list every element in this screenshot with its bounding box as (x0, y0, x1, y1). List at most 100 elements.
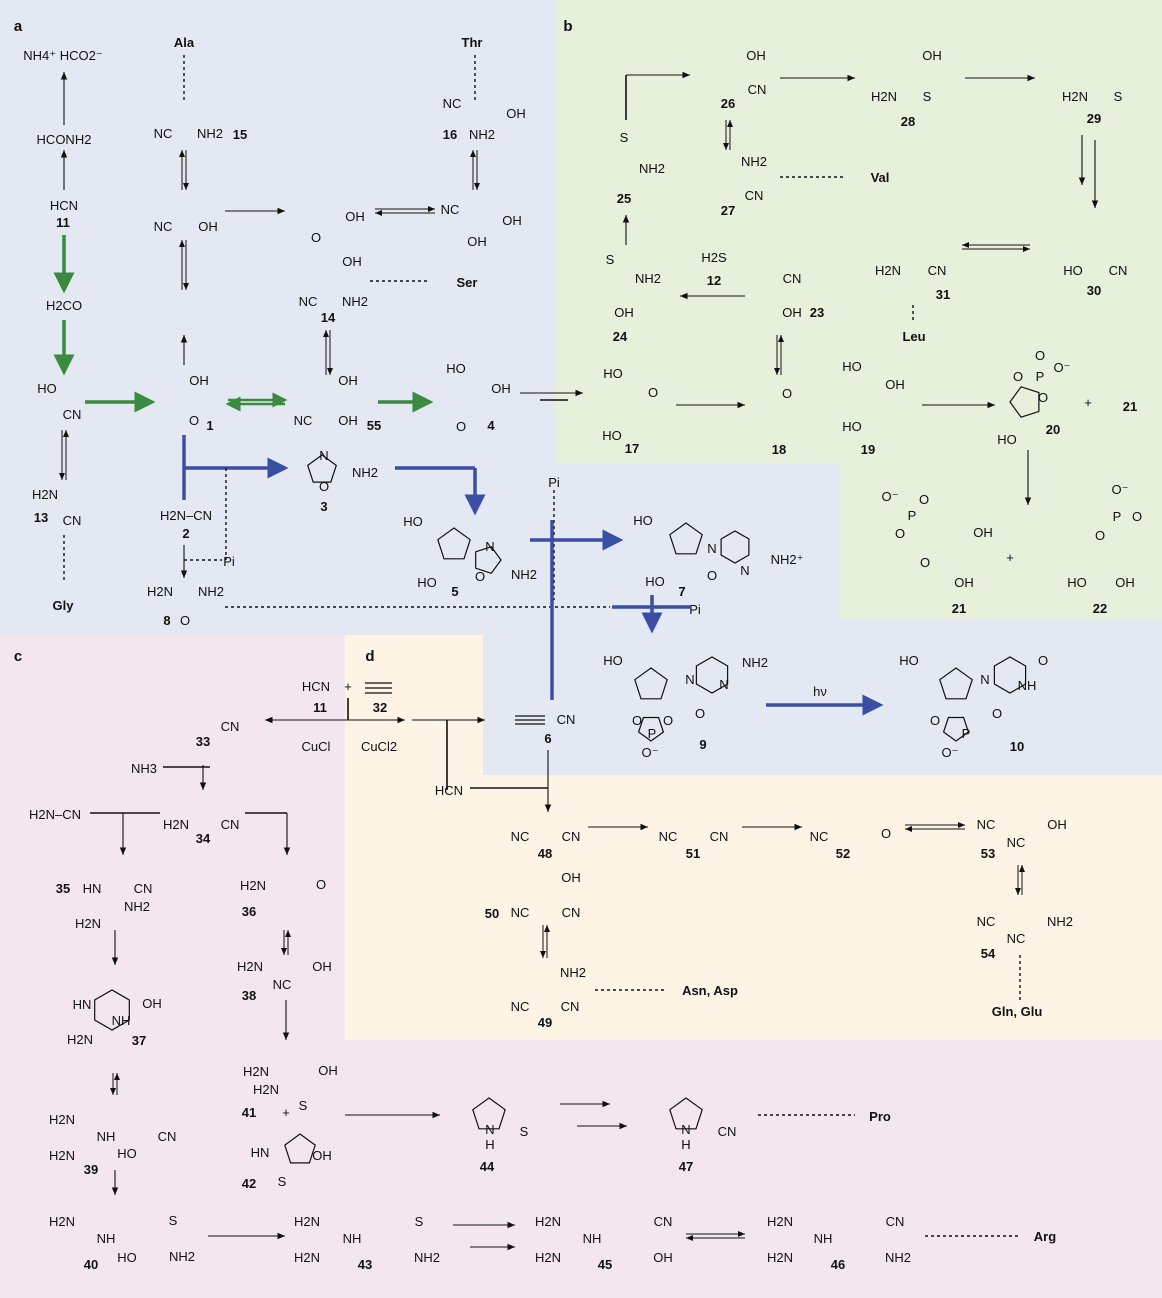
amino-acid-label: Gln, Glu (992, 1004, 1043, 1019)
formula-fragment: NH2 (169, 1249, 195, 1264)
formula-fragment: O (311, 230, 321, 245)
compound-number: 18 (772, 442, 786, 457)
amino-acid-label: Asn, Asp (682, 983, 738, 998)
formula-fragment: H2N (535, 1250, 561, 1265)
formula-fragment: H2N (32, 487, 58, 502)
formula-fragment: HO (645, 574, 665, 589)
formula-fragment: S (169, 1213, 178, 1228)
formula-fragment: HCN (435, 783, 463, 798)
compound-number: 34 (196, 831, 211, 846)
amino-acid-label: Pro (869, 1109, 891, 1124)
compound-number: 36 (242, 904, 256, 919)
formula-fragment: HO (603, 366, 623, 381)
formula-fragment: O (456, 419, 466, 434)
panel-label-b: b (563, 18, 572, 35)
formula-fragment: + (344, 679, 352, 694)
formula-fragment: NH2 (635, 271, 661, 286)
compound-number: 8 (163, 613, 170, 628)
formula-fragment: S (923, 89, 932, 104)
formula-fragment: OH (189, 373, 209, 388)
formula-fragment: H2N (1062, 89, 1088, 104)
formula-fragment: NC (154, 126, 173, 141)
formula-fragment: HO (37, 381, 57, 396)
formula-fragment: P (648, 726, 657, 741)
formula-fragment: CN (1109, 263, 1128, 278)
formula-fragment: OH (561, 870, 581, 885)
formula-fragment: HO (633, 513, 653, 528)
reaction-arrows (53, 55, 1099, 1251)
formula-fragment: NC (294, 413, 313, 428)
formula-fragment: S (299, 1098, 308, 1113)
compound-number: 33 (196, 734, 210, 749)
formula-fragment: HO (117, 1250, 137, 1265)
formula-fragment: N (681, 1122, 690, 1137)
formula-fragment: O (695, 706, 705, 721)
formula-fragment: CuCl2 (361, 739, 397, 754)
compound-number: 11 (56, 215, 70, 230)
formula-fragment: CN (221, 719, 240, 734)
ring-structure (475, 545, 502, 575)
formula-fragment: OH (973, 525, 993, 540)
formula-fragment: O⁻ (1112, 482, 1129, 497)
formula-fragment: NH (97, 1129, 116, 1144)
formula-fragment: HO (602, 428, 622, 443)
formula-fragment: NC (1007, 835, 1026, 850)
formula-fragment: S (606, 252, 615, 267)
formula-fragment: OH (782, 305, 802, 320)
amino-acid-label: Ala (174, 35, 195, 50)
compound-number: 23 (810, 305, 824, 320)
compound-number: 42 (242, 1176, 256, 1191)
formula-fragment: H2N (49, 1214, 75, 1229)
formula-fragment: HO (117, 1146, 137, 1161)
formula-fragment: NC (1007, 931, 1026, 946)
compound-number: 51 (686, 846, 700, 861)
formula-fragment: HCN (302, 679, 330, 694)
compound-number: 48 (538, 846, 552, 861)
formula-fragment: HO (403, 514, 423, 529)
formula-fragment: NH (814, 1231, 833, 1246)
formula-fragment: OH (653, 1250, 673, 1265)
compound-number: 37 (132, 1033, 146, 1048)
formula-fragment: CN (562, 905, 581, 920)
formula-fragment: OH (345, 209, 365, 224)
formula-fragment: P (1036, 369, 1045, 384)
formula-fragment: Pi (689, 602, 701, 617)
formula-fragment: NH (1018, 678, 1037, 693)
formula-fragment: OH (746, 48, 766, 63)
formula-fragment: Pi (223, 554, 235, 569)
formula-fragment: S (1114, 89, 1123, 104)
formula-fragment: NH3 (131, 761, 157, 776)
formula-fragment: O (782, 386, 792, 401)
formula-fragment: O (648, 385, 658, 400)
compound-number: 19 (861, 442, 875, 457)
compound-number: 38 (242, 988, 256, 1003)
formula-fragment: NH2 (414, 1250, 440, 1265)
compound-number: 49 (538, 1015, 552, 1030)
formula-fragment: P (1113, 509, 1122, 524)
formula-fragment: O (895, 526, 905, 541)
formula-fragment: hν (813, 684, 827, 699)
formula-fragment: S (278, 1174, 287, 1189)
formula-fragment: CN (561, 999, 580, 1014)
formula-fragment: H2N (871, 89, 897, 104)
formula-fragment: H2N (294, 1250, 320, 1265)
ring-structure (993, 656, 1027, 694)
formula-fragment: H2N–CN (160, 508, 212, 523)
formula-fragment: N (485, 1122, 494, 1137)
formula-fragment: HO (842, 359, 862, 374)
formula-fragment: O (1132, 509, 1142, 524)
formula-fragment: H2N (767, 1214, 793, 1229)
formula-fragment: H2N (253, 1082, 279, 1097)
formula-fragment: O (919, 492, 929, 507)
formula-fragment: H2N (243, 1064, 269, 1079)
formula-fragment: + (1006, 550, 1014, 565)
ring-structure (634, 667, 668, 700)
compound-number: 12 (707, 273, 721, 288)
ring-structures (94, 386, 1040, 1164)
formula-fragment: NH (583, 1231, 602, 1246)
formula-fragment: NH2 (742, 655, 768, 670)
formula-fragment: CN (654, 1214, 673, 1229)
panel-d-background (345, 635, 1162, 1040)
formula-fragment: HO (417, 575, 437, 590)
